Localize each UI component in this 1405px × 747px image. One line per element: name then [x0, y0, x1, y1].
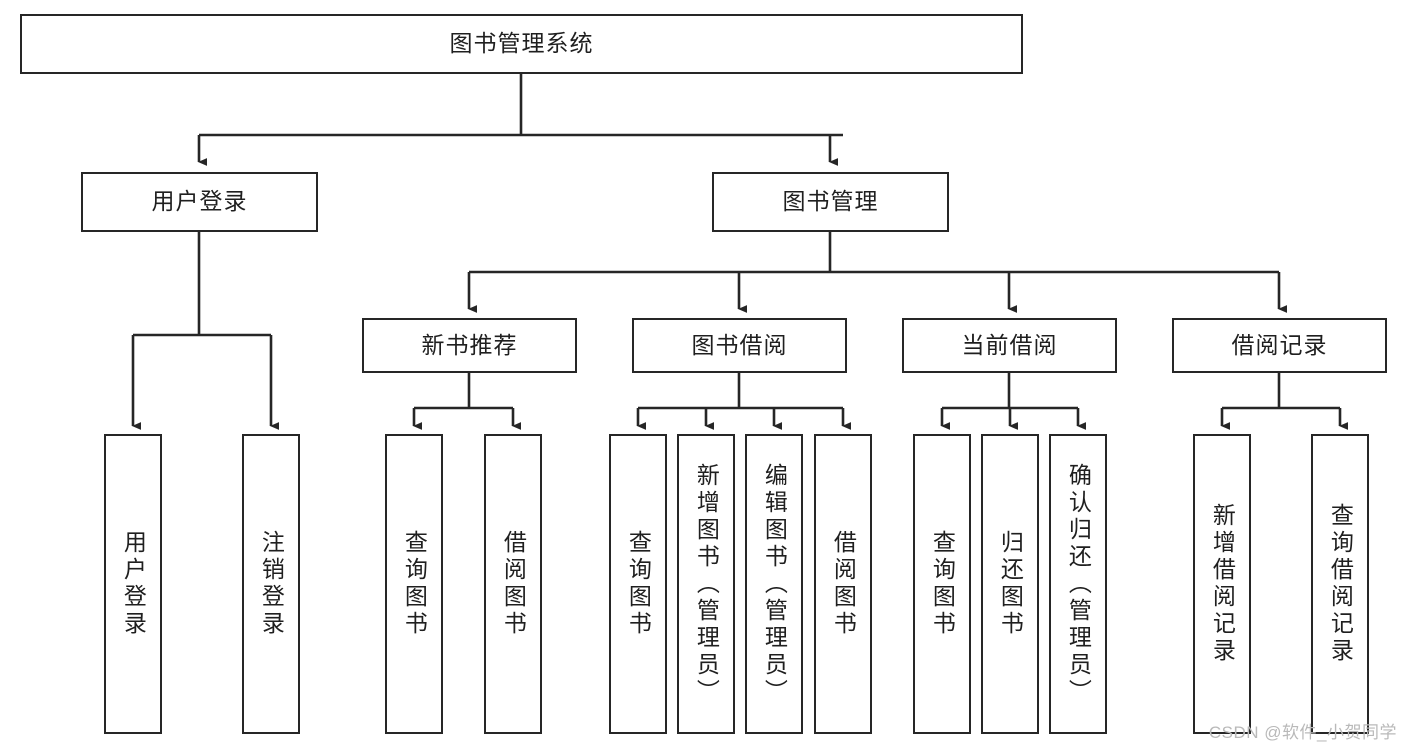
node-new-book-recommend[interactable]: 新书推荐 — [362, 318, 577, 373]
node-leaf-borrow-book-label: 借阅图书 — [830, 530, 857, 638]
node-leaf-query-book-current-label: 查询图书 — [929, 530, 956, 638]
node-leaf-edit-book[interactable]: 编辑图书（管理员） — [745, 434, 803, 734]
node-leaf-add-borrow-record-label: 新增借阅记录 — [1209, 503, 1236, 665]
node-book-borrow[interactable]: 图书借阅 — [632, 318, 847, 373]
node-leaf-user-login[interactable]: 用户登录 — [104, 434, 162, 734]
node-leaf-query-book-borrow-label: 查询图书 — [625, 530, 652, 638]
node-leaf-user-login-label: 用户登录 — [120, 530, 147, 638]
node-leaf-return-book[interactable]: 归还图书 — [981, 434, 1039, 734]
node-root-label: 图书管理系统 — [449, 30, 594, 57]
node-leaf-borrow-book-recommend[interactable]: 借阅图书 — [484, 434, 542, 734]
node-leaf-return-book-label: 归还图书 — [997, 530, 1024, 638]
node-borrow-record[interactable]: 借阅记录 — [1172, 318, 1387, 373]
node-leaf-add-book-label: 新增图书（管理员） — [693, 462, 720, 706]
node-leaf-logout-label: 注销登录 — [258, 530, 285, 638]
node-book-borrow-label: 图书借阅 — [691, 331, 788, 358]
node-leaf-query-book-current[interactable]: 查询图书 — [913, 434, 971, 734]
node-leaf-borrow-book[interactable]: 借阅图书 — [814, 434, 872, 734]
node-leaf-query-book-recommend[interactable]: 查询图书 — [385, 434, 443, 734]
node-leaf-add-borrow-record[interactable]: 新增借阅记录 — [1193, 434, 1251, 734]
node-leaf-query-book-recommend-label: 查询图书 — [401, 530, 428, 638]
node-user-login-label: 用户登录 — [151, 188, 248, 215]
node-leaf-query-borrow-record-label: 查询借阅记录 — [1327, 503, 1354, 665]
node-current-borrow[interactable]: 当前借阅 — [902, 318, 1117, 373]
node-leaf-confirm-return[interactable]: 确认归还（管理员） — [1049, 434, 1107, 734]
node-leaf-query-borrow-record[interactable]: 查询借阅记录 — [1311, 434, 1369, 734]
node-leaf-query-book-borrow[interactable]: 查询图书 — [609, 434, 667, 734]
node-book-management[interactable]: 图书管理 — [712, 172, 949, 232]
node-new-book-recommend-label: 新书推荐 — [421, 331, 518, 358]
node-root[interactable]: 图书管理系统 — [20, 14, 1023, 74]
node-leaf-logout[interactable]: 注销登录 — [242, 434, 300, 734]
node-current-borrow-label: 当前借阅 — [961, 331, 1058, 358]
node-leaf-edit-book-label: 编辑图书（管理员） — [761, 462, 788, 706]
node-book-management-label: 图书管理 — [782, 188, 879, 215]
node-leaf-confirm-return-label: 确认归还（管理员） — [1065, 462, 1092, 706]
node-leaf-add-book[interactable]: 新增图书（管理员） — [677, 434, 735, 734]
node-borrow-record-label: 借阅记录 — [1231, 331, 1328, 358]
node-leaf-borrow-book-recommend-label: 借阅图书 — [500, 530, 527, 638]
node-user-login[interactable]: 用户登录 — [81, 172, 318, 232]
watermark-text: CSDN @软件_小贺同学 — [1208, 723, 1397, 742]
